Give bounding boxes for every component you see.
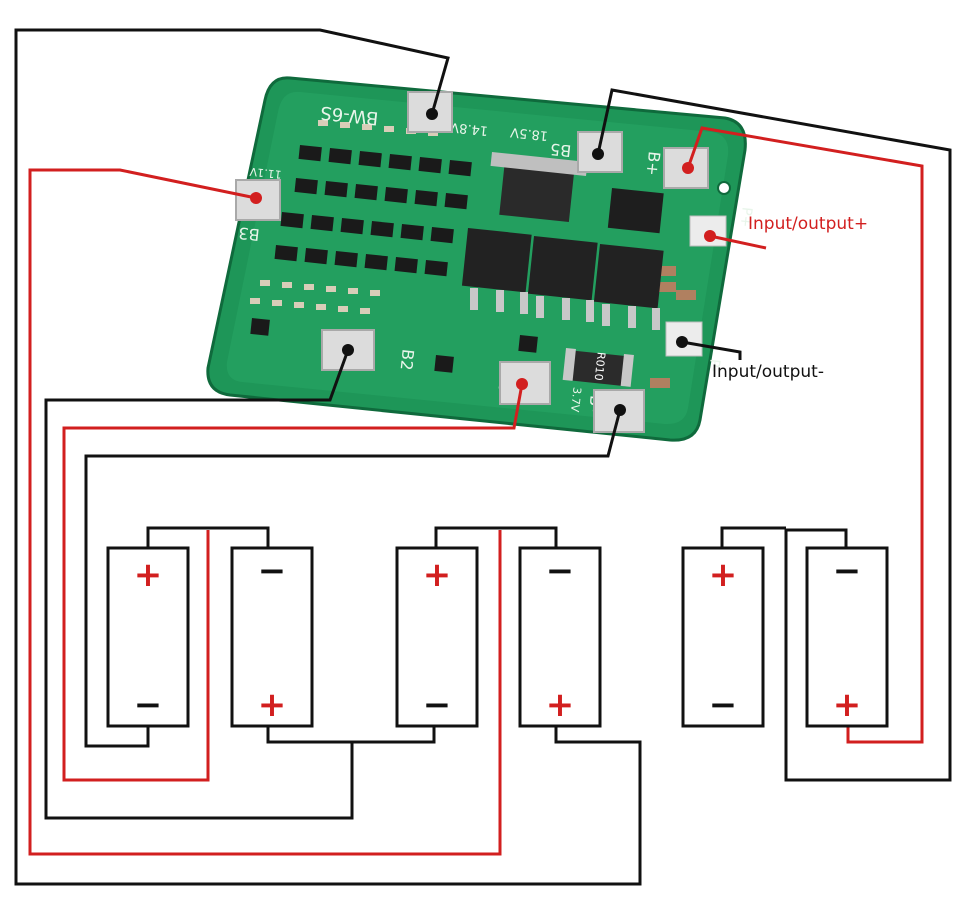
io-plus-label: Input/output+ (748, 214, 869, 234)
io-minus-label: Input/output- (712, 362, 824, 382)
cell-1 (106, 546, 190, 728)
wire-pminus (681, 340, 742, 360)
link-c3-c4 (434, 526, 558, 548)
pad-label-pplus: P+ (737, 206, 755, 228)
cell-3 (395, 546, 479, 728)
wire-b3 (28, 168, 502, 856)
cell-6-top-terminal: − (833, 551, 862, 591)
silk-voltage-right: 18.5V (510, 124, 549, 143)
wire-b4 (14, 28, 642, 886)
wire-b2 (44, 349, 436, 820)
pad-label-bplus: B+ (642, 150, 663, 176)
cell-5-top-terminal: + (709, 555, 738, 595)
cell-5 (681, 546, 765, 728)
link-c1-c2 (146, 526, 270, 548)
shunt-resistor: R010 (562, 348, 634, 387)
pad-label-pminus: P- (705, 358, 722, 373)
silk-b3-voltage: 11.1V (249, 165, 283, 181)
wire-pplus (709, 234, 767, 250)
pad-label-b3: B3 (238, 223, 261, 244)
cell-6-bottom-terminal: + (833, 685, 862, 725)
passive-array (250, 120, 696, 388)
cell-3-top-terminal: + (423, 555, 452, 595)
shunt-marking: R010 (592, 351, 608, 381)
silk-b1-voltage: 3.7V (568, 386, 584, 413)
mosfet-array (461, 152, 664, 330)
silk-voltage-left: 14.8V (450, 119, 489, 138)
pad-label-b2: B2 (397, 348, 418, 371)
battery-cells: + − − + + − − + + − − + (106, 546, 889, 728)
cell-4-bottom-terminal: + (546, 685, 575, 725)
cell-1-bottom-terminal: − (134, 685, 163, 725)
bms-board: R010 BW-6S 14.8V 18.5V 11.1V 3.7V B4 B5 … (206, 76, 755, 442)
cell-3-bottom-terminal: − (423, 685, 452, 725)
wire-b1 (62, 383, 524, 782)
wire-bminus (84, 409, 622, 748)
wires (14, 28, 952, 886)
ic-array (250, 145, 538, 373)
link-c5-c6 (720, 526, 786, 548)
cell-2-top-terminal: − (258, 551, 287, 591)
cell-5-bottom-terminal: − (709, 685, 738, 725)
cell-6 (805, 546, 889, 728)
cell-2-bottom-terminal: + (258, 685, 287, 725)
wire-b5 (596, 88, 952, 782)
pad-dots (250, 108, 716, 416)
pad-label-b5: B5 (549, 139, 572, 160)
cell-2 (230, 546, 314, 728)
cell-4-top-terminal: − (546, 551, 575, 591)
cell-4 (518, 546, 602, 728)
mounting-hole (717, 181, 731, 195)
wire-bplus (686, 126, 924, 744)
cell-1-top-terminal: + (134, 555, 163, 595)
